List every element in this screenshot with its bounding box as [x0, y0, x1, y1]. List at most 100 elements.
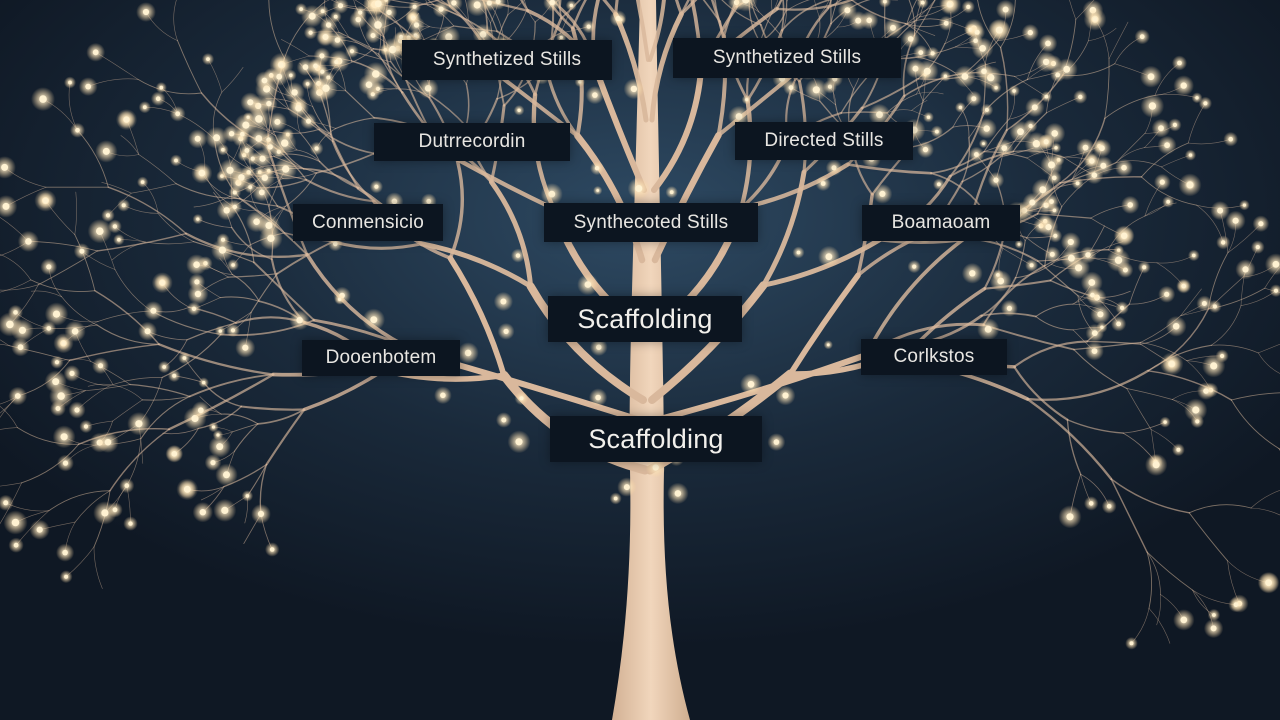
branch	[1126, 388, 1173, 400]
branch	[780, 0, 788, 37]
light-dot	[92, 49, 99, 56]
branch	[108, 377, 163, 387]
light-dot	[946, 1, 953, 8]
light-dot	[172, 373, 177, 378]
light-dot	[595, 394, 601, 401]
light-dot	[295, 104, 302, 112]
light-dot	[334, 37, 341, 43]
light-dot	[424, 85, 432, 92]
light-dot	[426, 198, 432, 204]
branch	[1141, 176, 1198, 206]
light-dot	[1051, 130, 1058, 137]
branch	[111, 241, 146, 261]
light-dot	[370, 33, 376, 38]
light-dot	[202, 380, 206, 385]
light-dot	[438, 6, 444, 12]
light-dot	[2, 202, 10, 210]
light-dot	[399, 34, 403, 39]
branch	[758, 11, 782, 37]
light-dot	[1045, 40, 1051, 47]
branch	[353, 0, 357, 7]
light-dot	[102, 147, 110, 155]
branch	[1230, 399, 1280, 449]
branch	[558, 0, 563, 20]
branch	[775, 0, 783, 10]
light-dot	[855, 17, 862, 24]
light-dot	[1172, 122, 1177, 127]
branch	[1139, 342, 1188, 362]
light-dot	[85, 83, 92, 90]
branch	[1230, 392, 1280, 401]
light-dot	[274, 118, 281, 125]
light-halo	[367, 0, 390, 15]
light-dot	[1049, 199, 1054, 205]
light-dot	[1212, 304, 1217, 309]
light-dot	[278, 62, 284, 68]
light-dot	[337, 3, 344, 9]
light-dot	[578, 80, 582, 84]
light-dot	[966, 4, 971, 9]
light-dot	[1001, 145, 1008, 152]
label-contributions-right: Corlkstos	[861, 339, 1007, 375]
branch	[915, 91, 944, 95]
branch	[157, 212, 195, 243]
branch	[231, 423, 259, 433]
light-dot	[1066, 513, 1074, 521]
branch	[1026, 397, 1113, 481]
branch	[0, 284, 39, 291]
branch	[200, 486, 225, 501]
light-dot	[501, 417, 507, 423]
light-dot	[973, 38, 978, 43]
light-dot	[196, 217, 200, 221]
branch	[348, 37, 380, 55]
label-scaffolding-upper: Scaffolding	[548, 296, 742, 342]
light-dot	[197, 407, 204, 414]
branch	[74, 191, 77, 235]
light-dot	[101, 509, 109, 517]
light-dot	[68, 80, 72, 85]
light-dot	[171, 451, 178, 457]
branch	[0, 343, 10, 346]
glowing-lights	[0, 0, 1280, 650]
light-dot	[123, 116, 130, 123]
light-dot	[11, 518, 20, 527]
branch	[1188, 504, 1252, 514]
light-dot	[386, 9, 392, 15]
light-dot	[374, 21, 382, 29]
branch	[1264, 287, 1280, 293]
light-dot	[71, 328, 79, 335]
light-dot	[918, 50, 924, 55]
branch	[930, 172, 983, 209]
light-dot	[83, 424, 89, 429]
branch	[653, 352, 870, 423]
light-dot	[635, 185, 643, 192]
branch	[648, 0, 666, 62]
light-dot	[216, 433, 220, 437]
branch	[906, 0, 918, 25]
light-dot	[464, 349, 472, 357]
branch	[830, 0, 839, 25]
light-dot	[1217, 207, 1224, 214]
light-dot	[96, 227, 104, 235]
branch	[109, 428, 170, 492]
branch	[1146, 551, 1161, 595]
light-dot	[1054, 146, 1058, 150]
label-directed-skills-right: Directed Stills	[735, 122, 913, 160]
light-dot	[440, 392, 446, 399]
light-dot	[1042, 58, 1050, 66]
label-comprehension-left: Conmensicio	[293, 204, 443, 241]
light-dot	[500, 298, 507, 305]
light-dot	[299, 7, 303, 11]
branch	[1073, 348, 1128, 390]
light-dot	[240, 131, 245, 137]
light-dot	[473, 1, 481, 9]
light-dot	[981, 68, 987, 75]
branch	[1110, 478, 1148, 553]
branch	[227, 273, 278, 278]
label-differentiation-left: Dutrrecordin	[374, 123, 570, 161]
light-dot	[1088, 279, 1096, 286]
light-dot	[926, 115, 931, 119]
branch	[419, 241, 534, 289]
light-dot	[1012, 89, 1016, 93]
light-dot	[515, 438, 523, 446]
